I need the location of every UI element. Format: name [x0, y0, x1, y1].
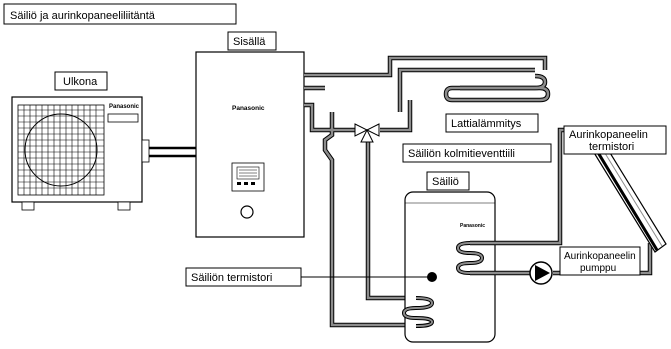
three-way-valve-label-box: Säiliön kolmitieventtiili — [402, 143, 552, 163]
three-way-valve-label: Säiliön kolmitieventtiili — [408, 148, 515, 160]
tank: Panasonic — [404, 191, 496, 343]
indoor-label-box: Sisällä — [227, 31, 277, 51]
tank-label: Säiliö — [432, 176, 459, 188]
solar-pump-label-line2: pumppu — [580, 263, 616, 274]
floor-heating-coil-inner — [444, 74, 550, 102]
tank-thermistor-leader — [301, 272, 437, 282]
tank-thermistor-label: Säiliön termistori — [191, 272, 272, 284]
title-box: Säiliö ja aurinkopaneeliliitäntä — [3, 3, 237, 25]
solar-thermistor-label-box: Aurinkopaneelin termistori — [563, 125, 667, 155]
tank-thermistor-dot — [427, 272, 437, 282]
outdoor-unit: Panasonic — [11, 96, 150, 211]
indoor-unit: Panasonic — [195, 51, 305, 238]
floor-heating-label: Lattialämmitys — [451, 118, 522, 130]
refrigerant-pipes — [149, 146, 196, 158]
outdoor-label-box: Ulkona — [54, 71, 108, 91]
floor-heating-label-box: Lattialämmitys — [445, 113, 539, 133]
tank-lower-coil-inner — [402, 297, 434, 327]
title-text: Säiliö ja aurinkopaneeliliitäntä — [10, 10, 156, 22]
tank-label-box: Säiliö — [426, 171, 470, 191]
indoor-brand-logo: Panasonic — [232, 105, 265, 112]
indoor-label: Sisällä — [233, 36, 266, 48]
water-pipes-inner — [304, 56, 547, 327]
solar-thermistor-label-line2: termistori — [589, 141, 634, 153]
outdoor-brand-logo: Panasonic — [109, 104, 140, 110]
tank-brand-logo: Panasonic — [460, 223, 485, 229]
solar-thermistor-label-line1: Aurinkopaneelin — [569, 129, 648, 141]
three-way-valve-icon — [354, 123, 380, 143]
solar-pump-label-line1: Aurinkopaneelin — [564, 251, 636, 262]
solar-pump-label-box: Aurinkopaneelin pumppu — [559, 246, 641, 276]
tank-thermistor-label-box: Säiliön termistori — [185, 267, 302, 287]
outdoor-label: Ulkona — [63, 76, 98, 88]
tank-upper-coil-inner — [456, 242, 484, 274]
solar-pump-icon — [529, 261, 553, 285]
indoor-knob — [240, 205, 254, 219]
